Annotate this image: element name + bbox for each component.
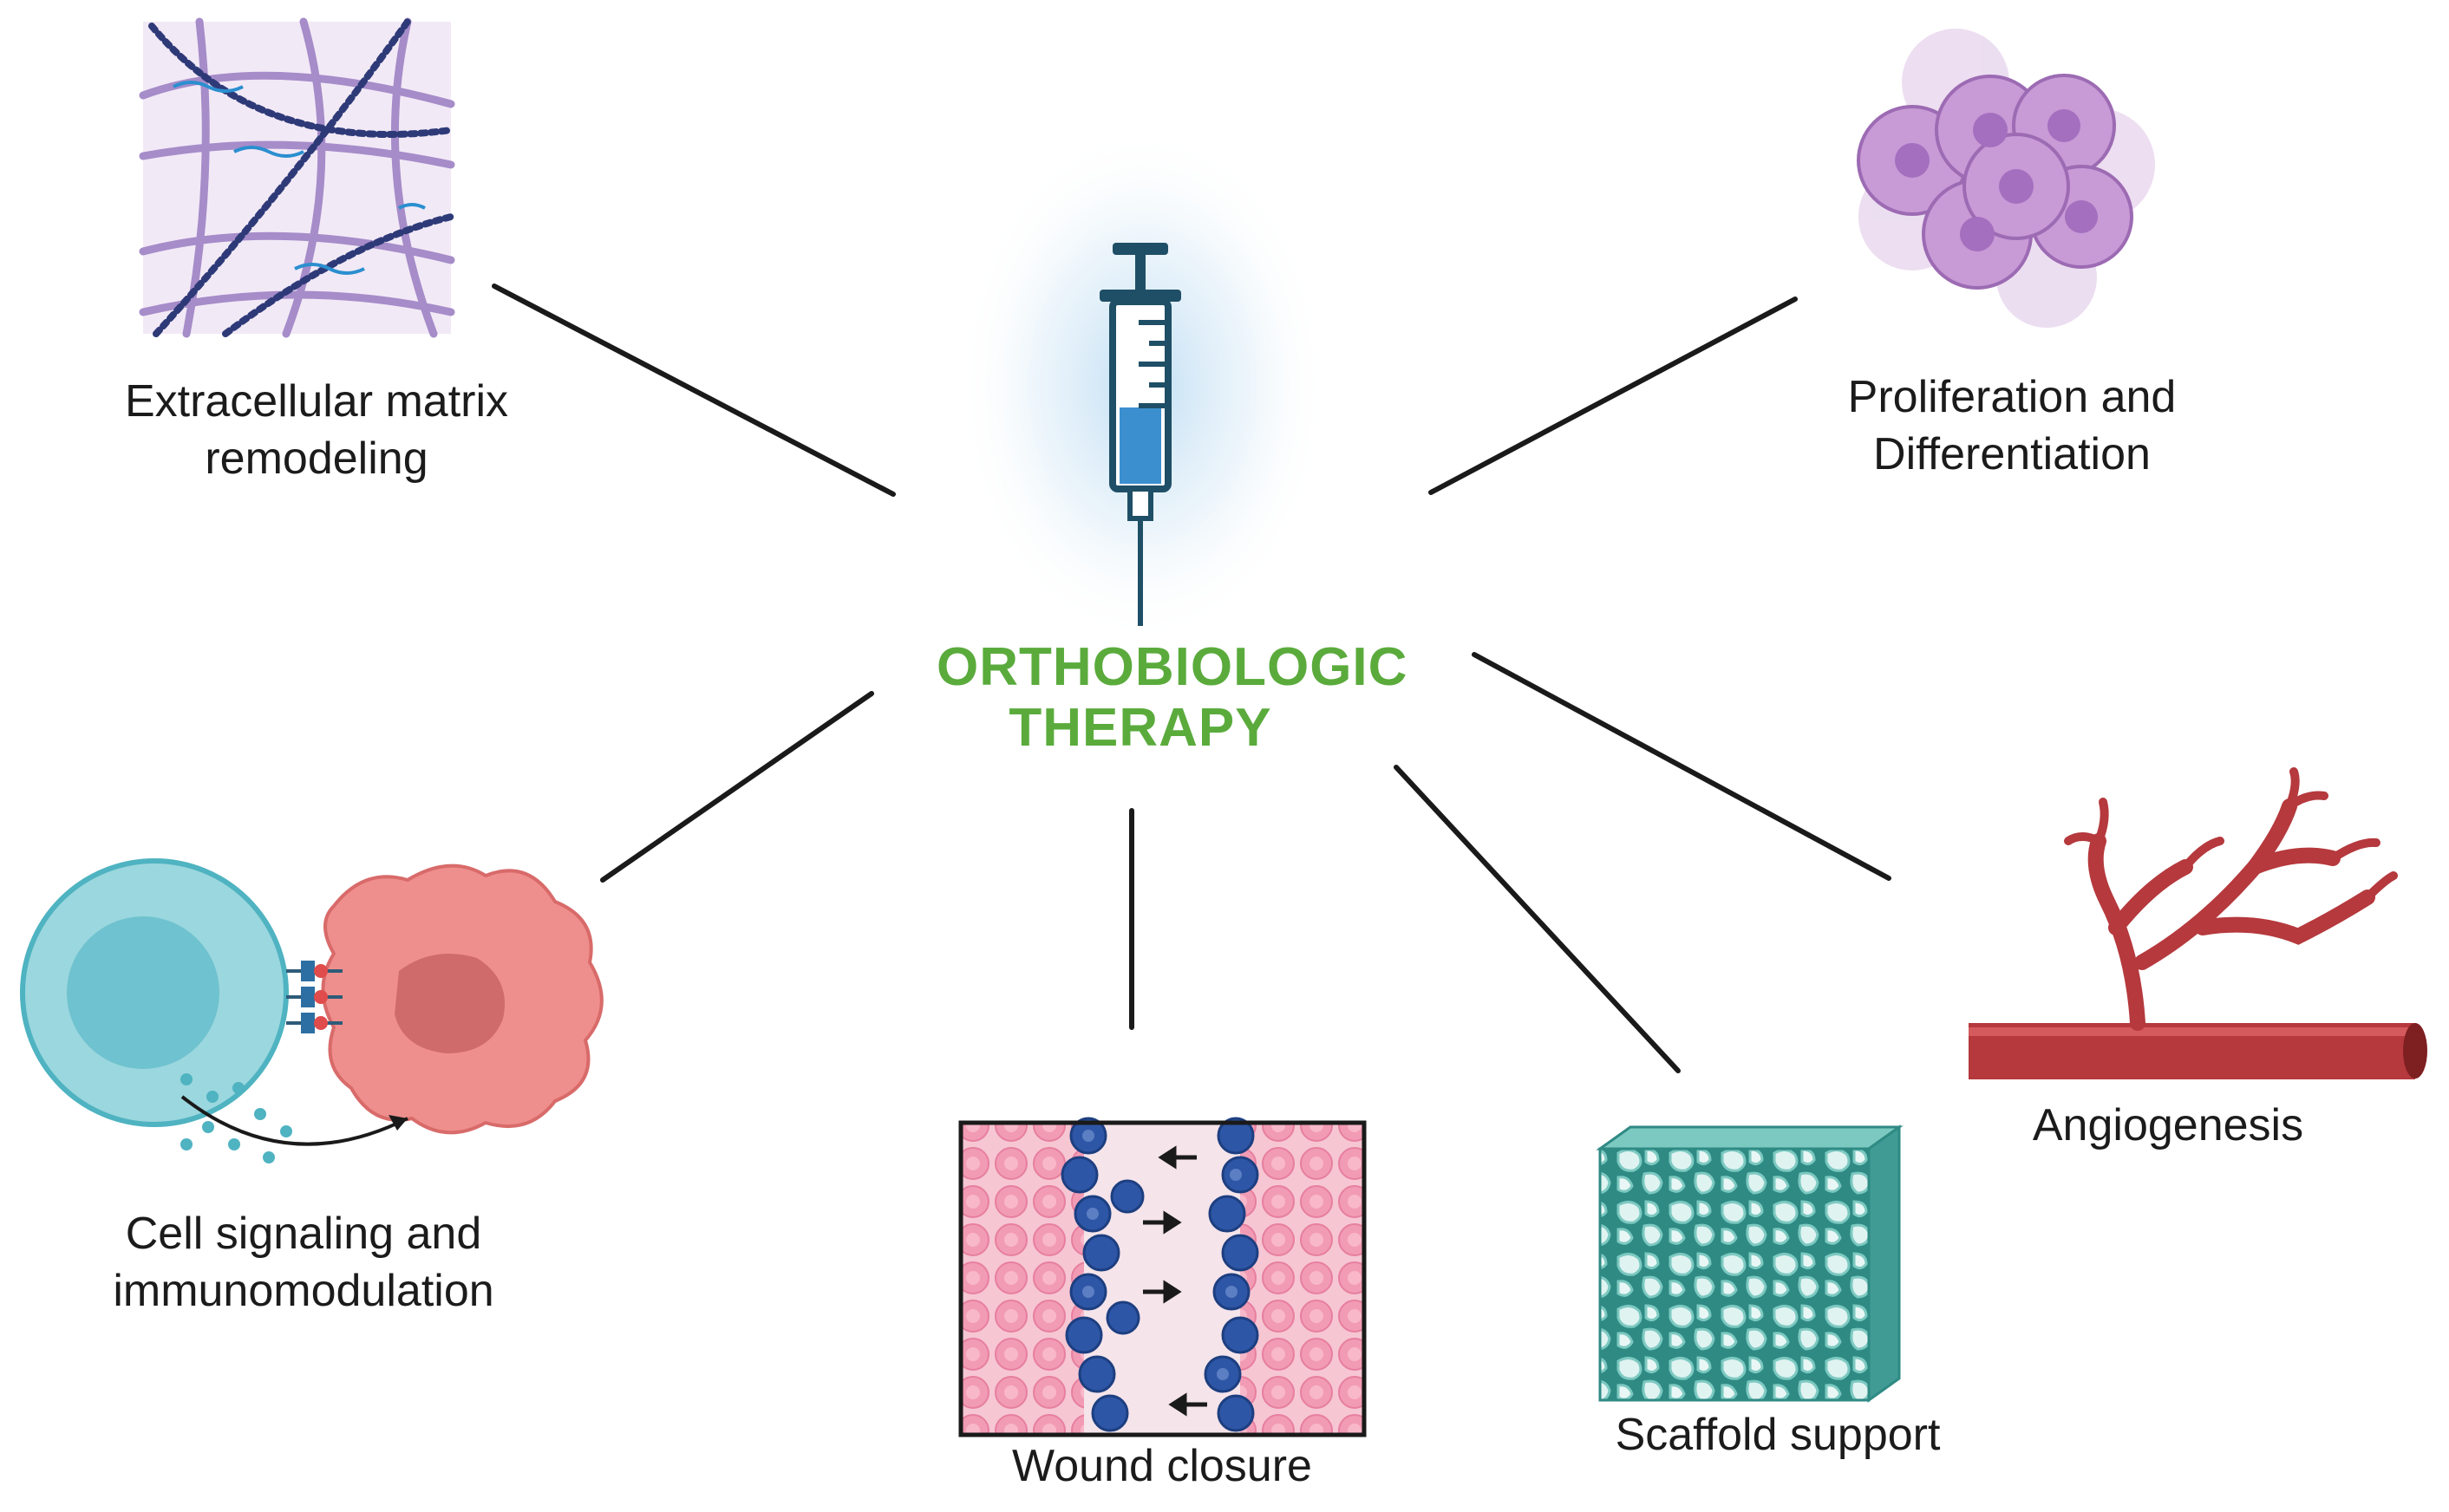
label-cell-signaling: Cell signaling and immunomodulation [52, 1205, 555, 1320]
connector-lines [492, 284, 1891, 1073]
porous-scaffold-cube-icon [1596, 1124, 1904, 1403]
connector-scaffold [1394, 765, 1681, 1073]
label-angiogenesis: Angiogenesis [1943, 1097, 2393, 1154]
label-wound-text: Wound closure [1012, 1441, 1312, 1491]
immune-cell-interaction-icon [20, 858, 604, 1163]
label-scaffold-support: Scaffold support [1552, 1406, 2003, 1463]
label-ecm-line1: Extracellular matrix [124, 376, 509, 427]
label-angiogenesis-text: Angiogenesis [2032, 1100, 2304, 1150]
label-ecm-remodeling: Extracellular matrix remodeling [69, 373, 564, 487]
center-title-line2: THERAPY [1009, 698, 1272, 758]
label-scaffold-text: Scaffold support [1615, 1410, 1941, 1460]
label-ecm-line2: remodeling [205, 433, 428, 484]
connector-angiogenesis [1472, 652, 1891, 881]
label-wound-closure: Wound closure [945, 1437, 1379, 1495]
wound-closure-tissue-icon [958, 1117, 1367, 1437]
connector-signaling [600, 691, 874, 883]
center-title: ORTHOBIOLOGIC THERAPY [937, 637, 1408, 759]
label-signaling-line2: immunomodulation [113, 1266, 494, 1316]
connector-proliferation [1428, 297, 1798, 495]
branching-blood-vessel-icon [1969, 767, 2427, 1079]
label-proliferation-line2: Differentiation [1873, 429, 2151, 479]
center-title-line1: ORTHOBIOLOGIC [937, 637, 1408, 697]
label-signaling-line1: Cell signaling and [125, 1209, 482, 1259]
cell-cluster-icon [1857, 29, 2155, 328]
connector-ecm [492, 284, 896, 497]
label-proliferation-line1: Proliferation and [1847, 372, 2177, 422]
syringe-icon [957, 126, 1329, 646]
collagen-fiber-network-icon [139, 17, 455, 338]
label-proliferation: Proliferation and Differentiation [1769, 368, 2255, 483]
